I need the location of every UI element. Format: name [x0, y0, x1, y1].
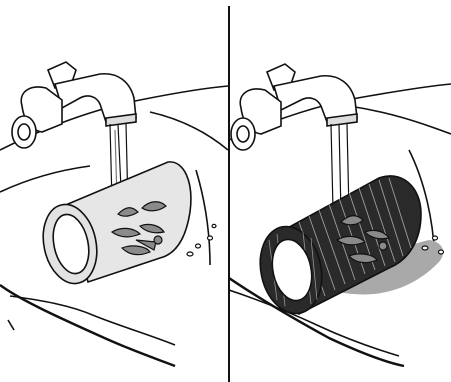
panel-left-plain-filter [0, 0, 228, 382]
left-illustration [0, 0, 228, 382]
panel-right-pleated-filter [229, 0, 451, 382]
faucet-icon [12, 62, 136, 148]
cylindrical-filter [36, 162, 191, 289]
right-illustration [229, 0, 451, 382]
faucet-icon [231, 64, 357, 150]
water-droplets [187, 224, 216, 256]
cylindrical-filter [253, 176, 421, 319]
